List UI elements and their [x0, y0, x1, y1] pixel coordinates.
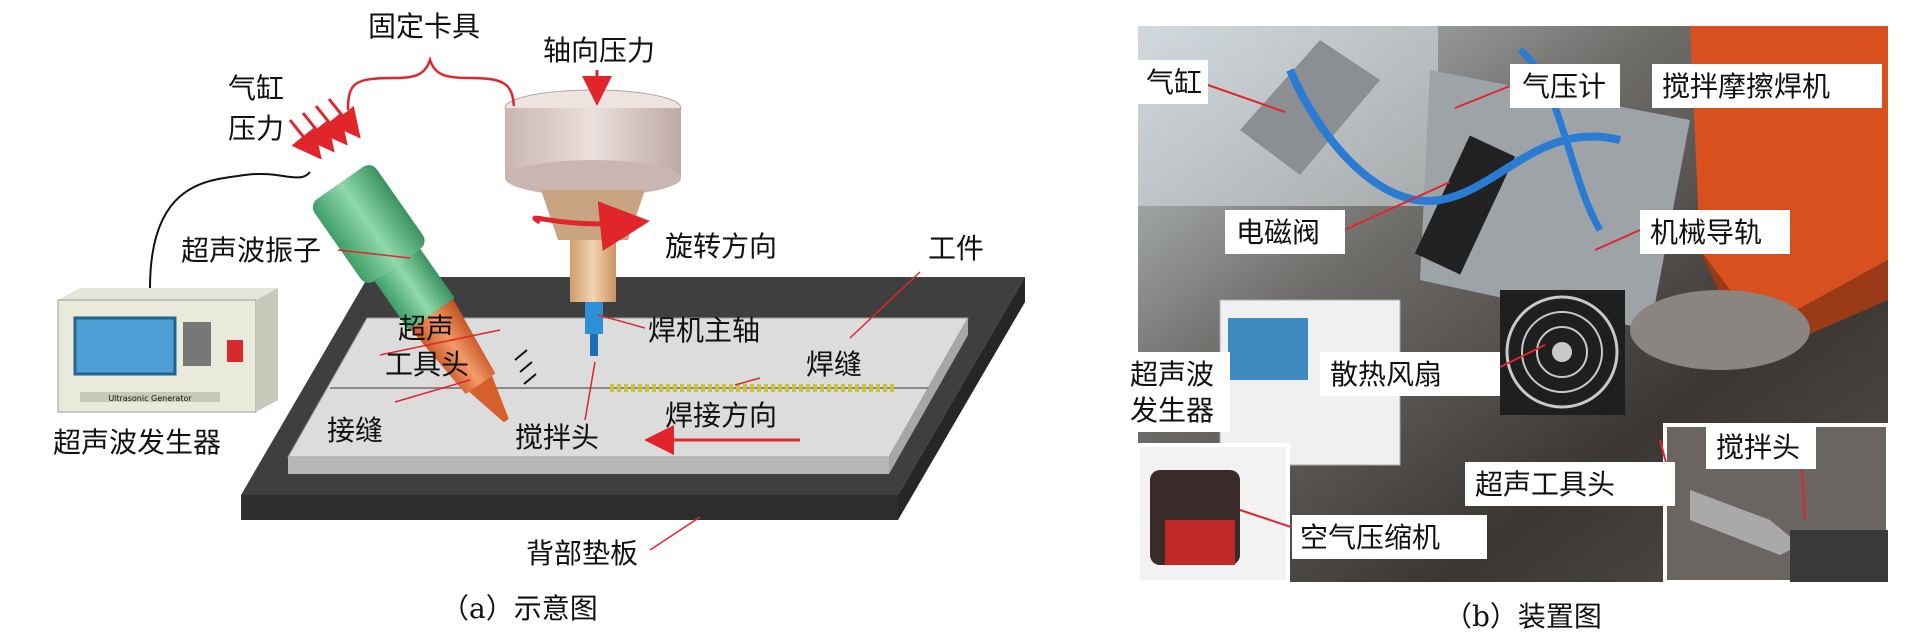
panel-a-leaders [337, 249, 921, 551]
ultrasonic-tool-assembly [312, 165, 509, 423]
label-clamp: 固定卡具 [368, 10, 480, 43]
label-workpiece: 工件 [928, 232, 984, 265]
panel-b-photo: 气缸 气压计 搅拌摩擦焊机 电磁阀 机械导轨 超声波 发生器 散热风扇 搅拌头 … [1122, 26, 1890, 633]
label-b-fan: 散热风扇 [1330, 358, 1442, 391]
label-b-tool-head: 超声工具头 [1475, 468, 1615, 501]
label-backing-plate: 背部垫板 [526, 537, 638, 570]
solenoid-photo [1414, 135, 1516, 275]
blue-hose [1286, 68, 1621, 205]
generator-cable [149, 171, 311, 289]
label-rotation: 旋转方向 [665, 230, 777, 263]
label-axial-pressure: 轴向压力 [543, 34, 655, 67]
label-b-generator-2: 发生器 [1130, 394, 1214, 427]
label-welding-direction: 焊接方向 [665, 399, 777, 432]
label-b-rail: 机械导轨 [1650, 216, 1762, 249]
label-generator: 超声波发生器 [53, 426, 221, 459]
ultrasonic-generator: Ultrasonic Generator [57, 288, 278, 413]
vibration-icon [514, 349, 537, 385]
label-b-compressor: 空气压缩机 [1300, 521, 1440, 554]
label-tool-1: 超声 [398, 312, 454, 345]
workpiece-plates [287, 317, 969, 474]
label-spindle: 焊机主轴 [648, 314, 760, 347]
label-b-generator-1: 超声波 [1130, 358, 1214, 391]
panel-b-label-boxes [1122, 60, 1882, 559]
spindle-photo [1630, 290, 1810, 370]
rotation-arrow [532, 201, 650, 251]
panel-a-schematic: Ultrasonic Generator [53, 10, 1025, 625]
label-cylinder-1: 气缸 [228, 72, 284, 105]
caption-b: （b）装置图 [1444, 600, 1602, 633]
label-stir-pin: 搅拌头 [515, 421, 599, 454]
caption-a: （a）示意图 [441, 592, 598, 625]
label-joint: 接缝 [327, 414, 383, 447]
label-transducer: 超声波振子 [181, 234, 321, 267]
label-b-fsw-machine: 搅拌摩擦焊机 [1662, 70, 1830, 103]
compressor-inset [1136, 443, 1290, 584]
clamp-brace [346, 56, 516, 111]
rail-plate [1420, 70, 1690, 330]
label-b-solenoid-valve: 电磁阀 [1236, 216, 1320, 249]
label-b-stir-pin: 搅拌头 [1716, 431, 1800, 464]
fan-photo [1500, 290, 1625, 415]
generator-badge: Ultrasonic Generator [108, 394, 192, 403]
label-weld: 焊缝 [806, 348, 862, 381]
label-cylinder-2: 压力 [228, 112, 284, 145]
cylinder-pressure-arrows [288, 98, 361, 160]
label-tool-2: 工具头 [385, 348, 469, 381]
panel-b-leaders [1204, 83, 1806, 531]
label-b-cylinder: 气缸 [1146, 66, 1202, 99]
label-b-pressure-gauge: 气压计 [1522, 70, 1606, 103]
